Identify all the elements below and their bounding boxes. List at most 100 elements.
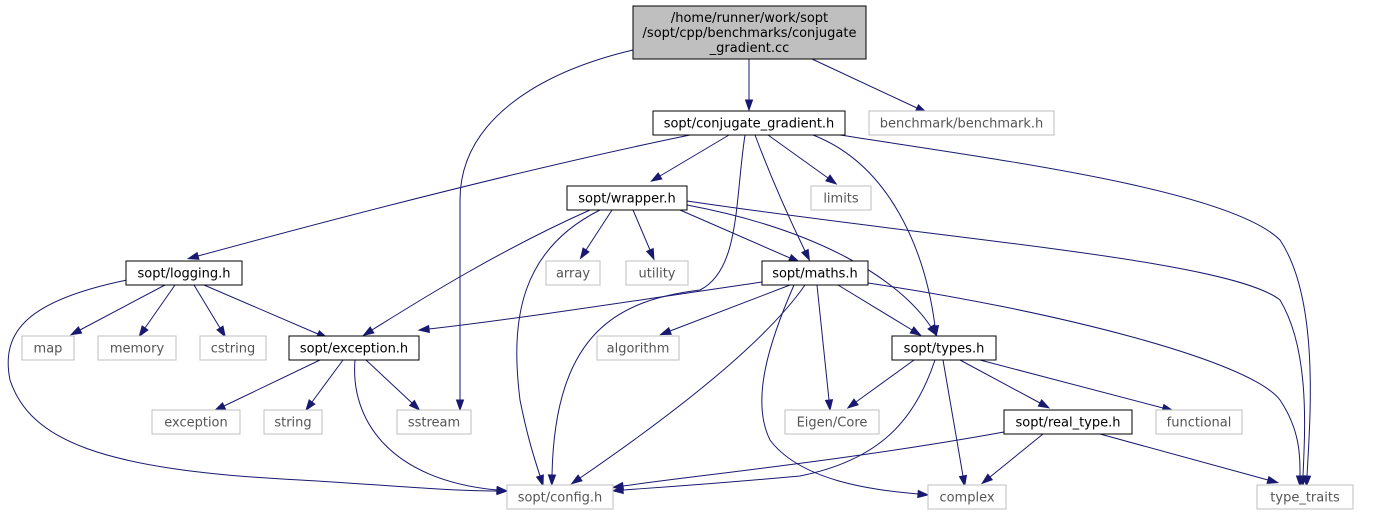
- edge-line: [1099, 433, 1269, 481]
- node-label: benchmark/benchmark.h: [880, 117, 1044, 132]
- node-box: [652, 110, 846, 136]
- node-config: sopt/config.h: [506, 484, 614, 510]
- edge-cg-to-maths: [754, 134, 811, 262]
- node-sstream: sstream: [396, 409, 472, 435]
- edge-line: [223, 359, 321, 407]
- edge-line: [197, 134, 691, 257]
- edge-line: [811, 58, 918, 109]
- nodes-layer: /home/runner/work/sopt/sopt/cpp/benchmar…: [21, 5, 1354, 510]
- edge-arrowhead: [547, 474, 557, 487]
- edge-root-to-cg: [744, 59, 754, 112]
- edge-arrowhead: [362, 326, 375, 337]
- node-label: exception: [164, 416, 228, 431]
- node-label: functional: [1167, 416, 1232, 431]
- node-label: sopt/wrapper.h: [578, 192, 675, 207]
- node-label: map: [34, 342, 63, 357]
- edge-line: [839, 134, 1311, 477]
- node-box: [1155, 409, 1243, 435]
- edge-line: [371, 209, 591, 331]
- edge-wrapper-to-config: [516, 209, 601, 487]
- edge-line: [679, 209, 791, 259]
- edge-cg-to-limits: [767, 134, 838, 185]
- node-limits: limits: [810, 185, 872, 211]
- node-label: string: [274, 416, 311, 431]
- edge-arrowhead: [917, 489, 930, 499]
- node-box: [868, 110, 1055, 136]
- node-label: sopt/conjugate_gradient.h: [664, 117, 835, 132]
- node-maths[interactable]: sopt/maths.h: [761, 260, 869, 286]
- node-box: [891, 335, 997, 361]
- edge-line: [812, 134, 936, 327]
- node-label: sopt/maths.h: [772, 267, 858, 282]
- edge-cg-to-types: [812, 134, 940, 338]
- node-realtype[interactable]: sopt/real_type.h: [1003, 409, 1133, 435]
- node-box: [784, 409, 880, 435]
- edge-line: [754, 134, 806, 252]
- edge-line: [837, 284, 913, 331]
- node-label: sopt/types.h: [904, 342, 985, 357]
- edge-logging-to-config: [7, 279, 509, 496]
- node-wrapper[interactable]: sopt/wrapper.h: [566, 185, 688, 211]
- edge-arrowhead: [981, 473, 994, 485]
- node-box: [125, 260, 243, 286]
- edge-wrapper-to-array: [579, 209, 613, 260]
- node-label: type_traits: [1270, 491, 1340, 506]
- edge-line: [867, 282, 1301, 477]
- edge-arrowhead: [535, 474, 544, 487]
- node-map: map: [21, 335, 75, 361]
- edge-arrowhead: [927, 324, 938, 337]
- node-string: string: [263, 409, 323, 435]
- node-bench: benchmark/benchmark.h: [868, 110, 1055, 136]
- node-types[interactable]: sopt/types.h: [891, 335, 997, 361]
- edge-arrowhead: [1266, 475, 1280, 484]
- edge-exception-to-std_exception: [213, 359, 321, 411]
- node-label: cstring: [211, 342, 255, 357]
- edge-arrowhead: [1295, 475, 1305, 488]
- node-functional: functional: [1155, 409, 1243, 435]
- node-root[interactable]: /home/runner/work/sopt/sopt/cpp/benchmar…: [632, 5, 867, 60]
- edge-line: [855, 359, 915, 403]
- edge-arrowhead: [408, 399, 421, 411]
- edge-exception-to-sstream: [365, 359, 421, 411]
- node-label: limits: [823, 192, 859, 207]
- edge-line: [686, 204, 932, 328]
- node-box: [596, 335, 680, 361]
- edge-arrowhead: [579, 247, 590, 260]
- edge-line: [767, 134, 829, 179]
- edges-layer: [7, 49, 1312, 499]
- edge-arrowhead: [305, 399, 316, 412]
- edge-realtype-to-complex: [981, 433, 1044, 485]
- edge-arrowhead: [744, 99, 754, 112]
- edge-line: [365, 359, 413, 404]
- edge-root-to-bench: [811, 58, 928, 113]
- edge-line: [516, 209, 601, 477]
- edge-maths-to-exception: [417, 281, 763, 334]
- edge-arrowhead: [800, 248, 811, 262]
- node-box: [632, 5, 867, 60]
- edge-arrowhead: [824, 399, 834, 412]
- node-memory: memory: [97, 335, 177, 361]
- node-box: [97, 335, 177, 361]
- edge-arrowhead: [650, 172, 663, 182]
- edge-realtype-to-config: [611, 431, 1005, 491]
- edge-arrowhead: [417, 324, 430, 334]
- node-label: sopt/logging.h: [138, 267, 231, 282]
- edge-line: [144, 284, 176, 329]
- node-box: [810, 185, 872, 211]
- node-box: [566, 185, 688, 211]
- edge-line: [632, 209, 651, 251]
- node-box: [1256, 484, 1354, 510]
- node-logging[interactable]: sopt/logging.h: [125, 260, 243, 286]
- node-cg[interactable]: sopt/conjugate_gradient.h: [652, 110, 846, 136]
- node-label: sstream: [408, 416, 460, 431]
- edge-arrowhead: [216, 325, 226, 338]
- edge-arrowhead: [570, 474, 583, 485]
- edge-line: [459, 49, 634, 400]
- node-box: [625, 260, 689, 286]
- edge-root-to-sstream: [455, 49, 634, 412]
- node-cstring: cstring: [199, 335, 267, 361]
- node-exception[interactable]: sopt/exception.h: [288, 335, 420, 361]
- node-utility: utility: [625, 260, 689, 286]
- node-box: [927, 484, 1007, 510]
